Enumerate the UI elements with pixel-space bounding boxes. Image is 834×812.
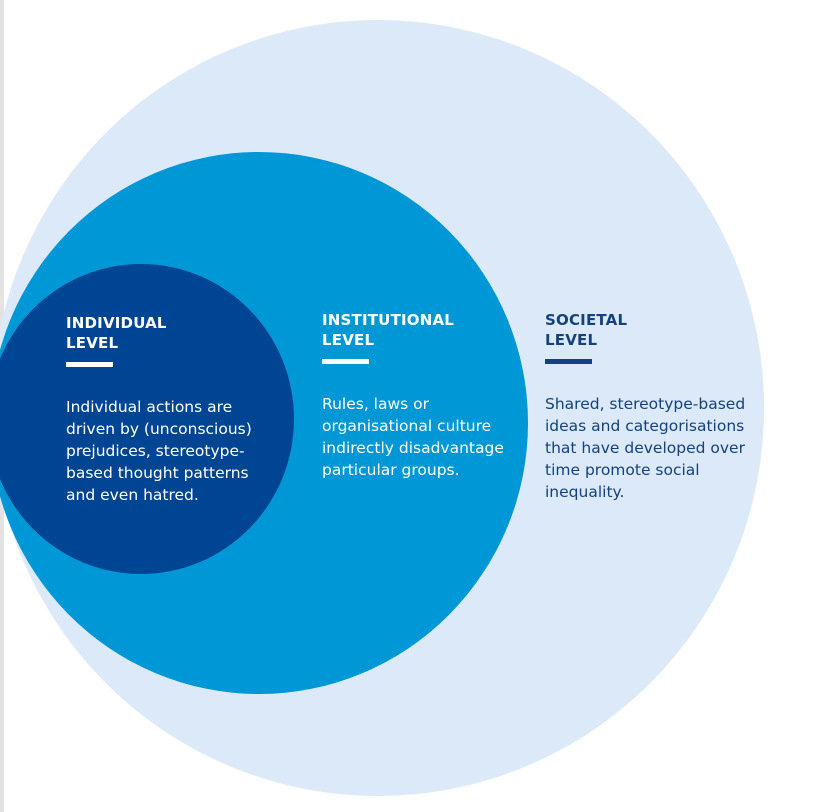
- institutional-level-underline-bar: [322, 359, 369, 364]
- heading-line: LEVEL: [545, 331, 598, 349]
- description-line: particular groups.: [322, 461, 460, 479]
- societal-level-underline-bar: [545, 359, 592, 364]
- societal-level-description: Shared, stereotype-based ideas and categ…: [545, 393, 745, 503]
- societal-level-block: SOCIETAL LEVEL Shared, stereotype-based …: [545, 310, 745, 503]
- heading-line: INDIVIDUAL: [66, 314, 167, 332]
- description-line: ideas and categorisations: [545, 417, 745, 435]
- heading-line: INSTITUTIONAL: [322, 311, 455, 329]
- individual-level-block: INDIVIDUAL LEVEL Individual actions are …: [66, 313, 252, 506]
- description-line: prejudices, stereotype-: [66, 442, 245, 460]
- individual-level-underline-bar: [66, 362, 113, 367]
- heading-line: LEVEL: [66, 334, 119, 352]
- description-line: indirectly disadvantage: [322, 439, 504, 457]
- description-line: time promote social: [545, 461, 700, 479]
- description-line: Shared, stereotype-based: [545, 395, 746, 413]
- description-line: organisational culture: [322, 417, 492, 435]
- societal-level-heading: SOCIETAL LEVEL: [545, 310, 745, 350]
- description-line: based thought patterns: [66, 464, 249, 482]
- institutional-level-description: Rules, laws or organisational culture in…: [322, 393, 504, 481]
- heading-line: SOCIETAL: [545, 311, 628, 329]
- description-line: Rules, laws or: [322, 395, 430, 413]
- individual-level-description: Individual actions are driven by (uncons…: [66, 396, 252, 506]
- description-line: and even hatred.: [66, 486, 199, 504]
- description-line: inequality.: [545, 483, 625, 501]
- description-line: Individual actions are: [66, 398, 233, 416]
- institutional-level-block: INSTITUTIONAL LEVEL Rules, laws or organ…: [322, 310, 504, 481]
- institutional-level-heading: INSTITUTIONAL LEVEL: [322, 310, 504, 350]
- description-line: that have developed over: [545, 439, 745, 457]
- individual-level-heading: INDIVIDUAL LEVEL: [66, 313, 252, 353]
- description-line: driven by (unconscious): [66, 420, 252, 438]
- heading-line: LEVEL: [322, 331, 375, 349]
- individual-level-circle: [0, 264, 294, 574]
